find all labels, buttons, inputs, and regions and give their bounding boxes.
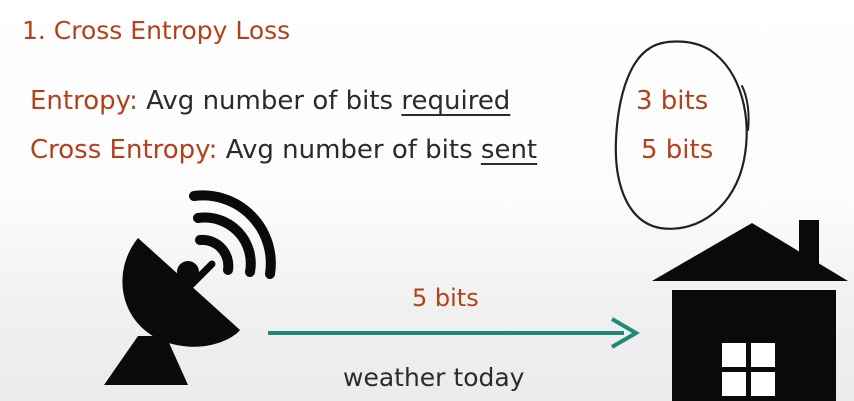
cross-entropy-line: Cross Entropy: Avg number of bits sent [30, 137, 537, 163]
hand-drawn-circle [614, 40, 748, 230]
cross-entropy-value: 5 bits [641, 135, 714, 165]
arrow-right-icon [268, 317, 640, 349]
entropy-desc-emph: required [401, 86, 511, 116]
slide-title: 1. Cross Entropy Loss [22, 16, 291, 45]
cross-entropy-term: Cross Entropy: [30, 135, 218, 165]
transmission-label: 5 bits [412, 284, 479, 312]
transmission-caption: weather today [343, 363, 525, 392]
entropy-desc-prefix: Avg number of bits [146, 86, 394, 116]
entropy-value: 3 bits [636, 86, 709, 116]
satellite-dish-icon [104, 190, 276, 385]
hand-drawn-tick [741, 85, 750, 131]
cross-entropy-desc-emph: sent [480, 135, 538, 165]
house-icon [652, 220, 848, 401]
cross-entropy-desc-prefix: Avg number of bits [225, 135, 473, 165]
entropy-term: Entropy: [30, 86, 138, 116]
entropy-line: Entropy: Avg number of bits required [30, 88, 510, 114]
